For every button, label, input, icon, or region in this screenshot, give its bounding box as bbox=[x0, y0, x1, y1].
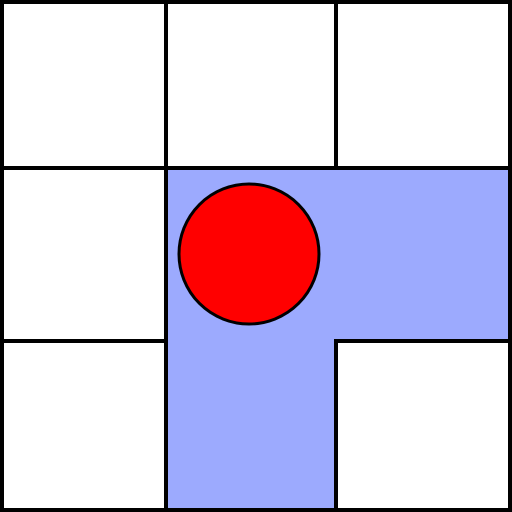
cell-r2-c1-highlighted[interactable] bbox=[166, 341, 336, 510]
cell-r1-c0[interactable] bbox=[2, 168, 166, 341]
cell-r2-c2[interactable] bbox=[336, 341, 510, 510]
cell-r0-c2[interactable] bbox=[336, 2, 510, 168]
cell-r1-c2-highlighted[interactable] bbox=[336, 168, 510, 341]
cell-r0-c1[interactable] bbox=[166, 2, 336, 168]
red-ball-piece[interactable] bbox=[177, 182, 321, 326]
cell-r0-c0[interactable] bbox=[2, 2, 166, 168]
cell-r2-c0[interactable] bbox=[2, 341, 166, 510]
pieces bbox=[177, 182, 321, 326]
